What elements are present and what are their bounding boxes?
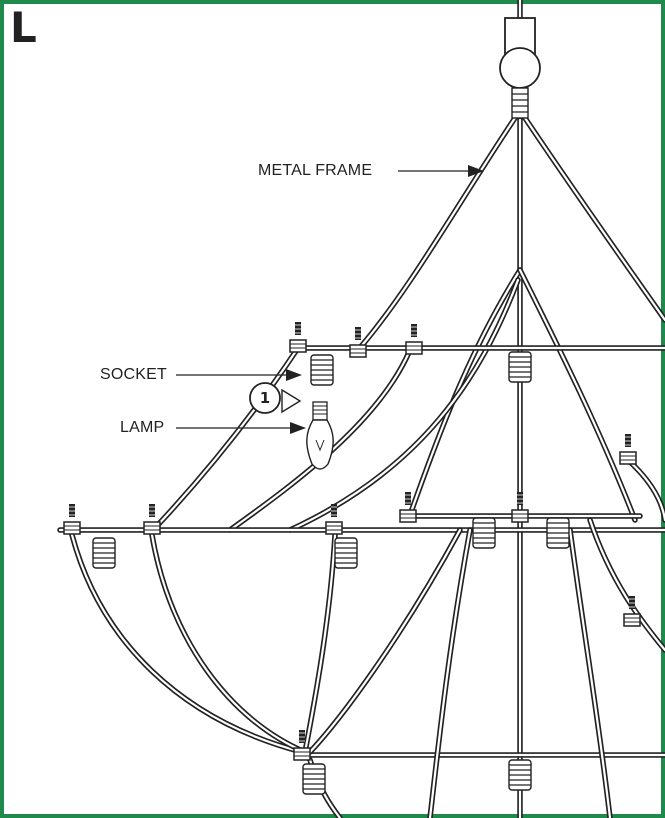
lamp-bulb	[306, 401, 334, 470]
socket-arrow	[176, 369, 302, 381]
metal-frame-label: METAL FRAME	[258, 162, 373, 179]
socket-label: SOCKET	[100, 366, 167, 383]
metal-frame-arrow	[398, 165, 484, 177]
lamp-label: LAMP	[120, 419, 165, 436]
canopy	[499, 17, 541, 119]
step-number: 1	[259, 389, 271, 407]
step-marker	[249, 382, 302, 414]
metal-frame-wires	[57, 0, 665, 818]
socket-fittings	[63, 321, 641, 795]
panel-letter: L	[10, 3, 37, 52]
lamp-arrow	[176, 422, 306, 434]
